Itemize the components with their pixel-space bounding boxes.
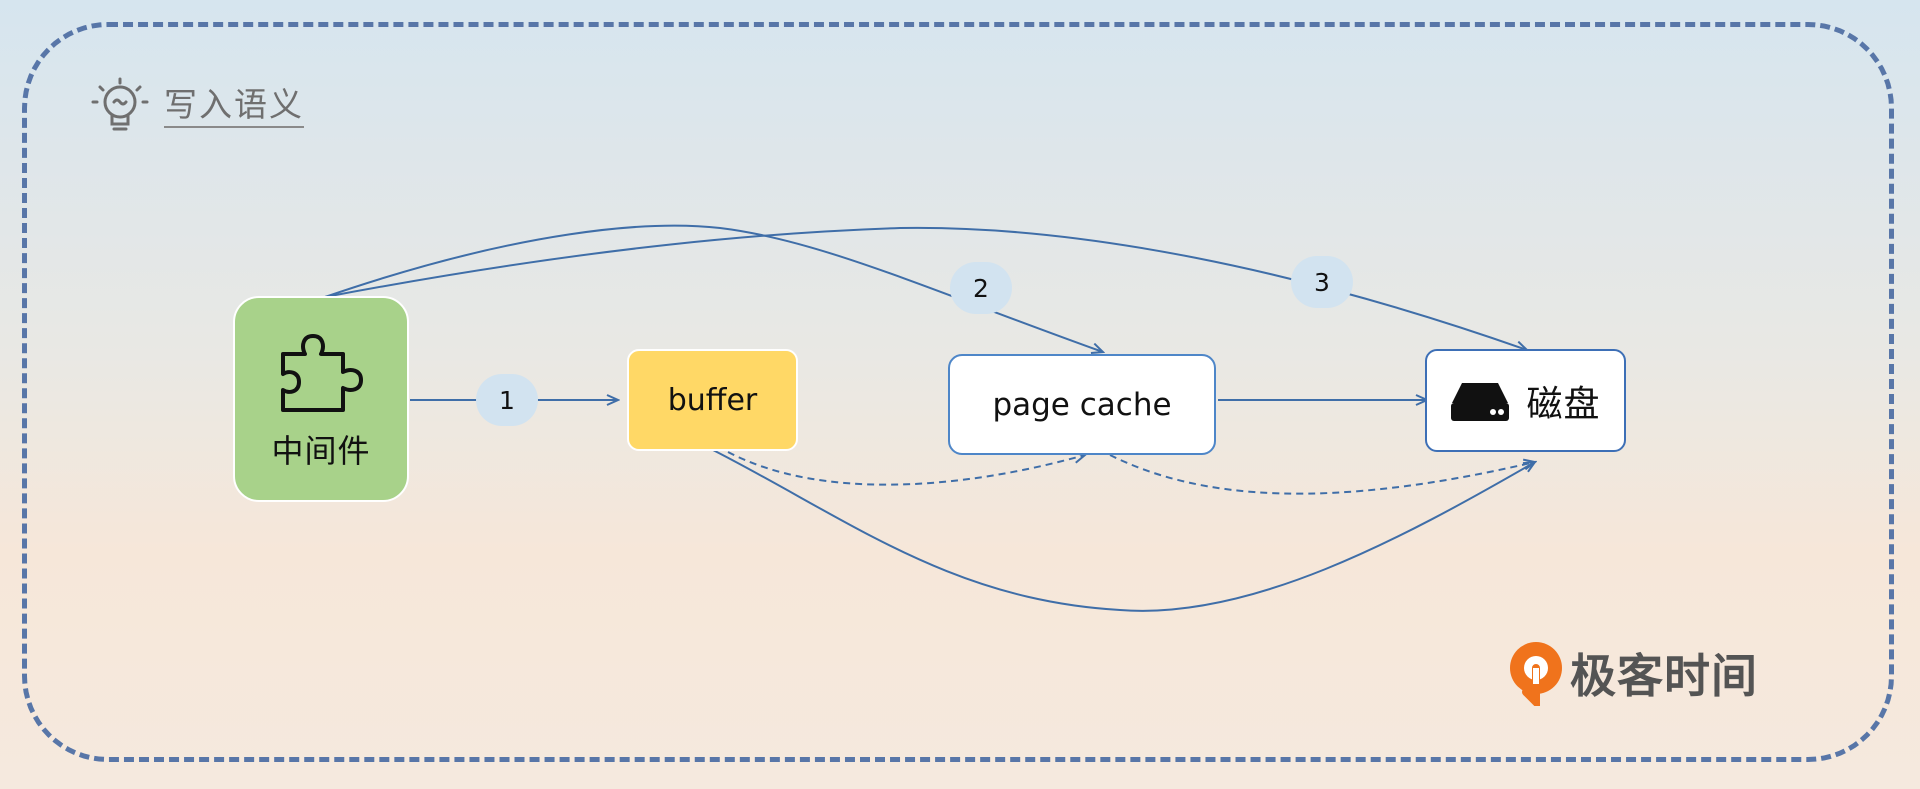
puzzle-icon xyxy=(281,334,363,412)
disk-label: 磁盘 xyxy=(1526,383,1601,425)
brand-text: 极客时间 xyxy=(1570,649,1758,703)
dashed-frame xyxy=(22,22,1894,762)
step-badge-1: 1 xyxy=(476,374,538,426)
step-number: 1 xyxy=(499,385,515,415)
arrow-buffer-to-pagecache-dashed xyxy=(727,451,1085,486)
buffer-node: buffer xyxy=(627,349,798,451)
arrow-pagecache-to-disk-dashed xyxy=(1109,454,1535,495)
title-block: 写入语义 xyxy=(88,74,304,138)
arrow-buffer-to-disk-curve xyxy=(712,449,1535,612)
lightbulb-icon xyxy=(91,77,149,131)
buffer-label: buffer xyxy=(667,382,758,418)
page-cache-label: page cache xyxy=(992,386,1172,423)
geektime-logo-icon xyxy=(1510,642,1562,706)
disk-drive-icon xyxy=(1451,382,1510,421)
disk-node: 磁盘 xyxy=(1425,349,1626,452)
step-number: 2 xyxy=(973,273,989,303)
middleware-node: 中间件 xyxy=(233,296,409,502)
brand-logo: 极客时间 xyxy=(1508,640,1758,706)
diagram-title: 写入语义 xyxy=(164,85,304,128)
step-badge-3: 3 xyxy=(1291,256,1353,308)
page-cache-node: page cache xyxy=(948,354,1216,455)
step-badge-2: 2 xyxy=(950,262,1012,314)
middleware-label: 中间件 xyxy=(271,432,371,470)
step-number: 3 xyxy=(1314,267,1330,297)
